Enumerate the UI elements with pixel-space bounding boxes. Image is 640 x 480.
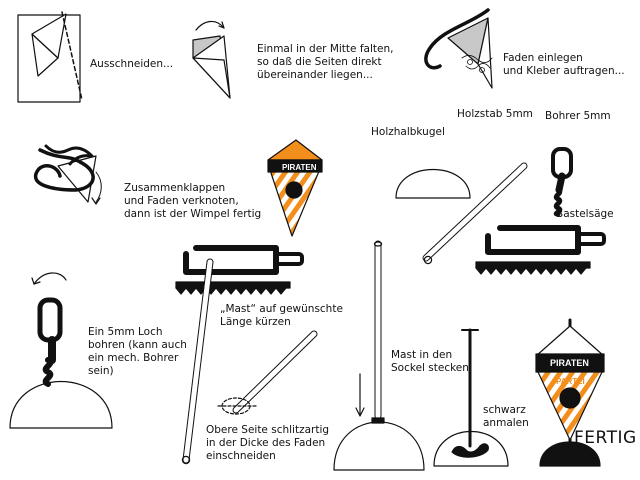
thread-icon: [424, 8, 490, 70]
thread-step-illustration: [424, 8, 493, 89]
label-rod: Holzstab 5mm: [457, 108, 533, 120]
final-pennant: [535, 318, 605, 467]
label-done: FERTIG: [574, 428, 637, 448]
insert-mast: [333, 240, 425, 471]
label-saw: Bastelsäge: [556, 208, 614, 220]
cut-step-illustration: [17, 11, 83, 103]
label-thread: Faden einlegen und Kleber auftragen...: [503, 52, 625, 77]
fold-step-illustration: [192, 20, 231, 99]
wood-hemisphere: [395, 169, 471, 199]
pennant-finished: [267, 139, 323, 237]
label-cut: Ausschneiden...: [90, 58, 174, 70]
saw-cutting: [175, 245, 304, 465]
drilling-illustration: [9, 272, 113, 429]
saw-right: [475, 225, 606, 275]
pennant-small-line1: PIRATEN: [282, 163, 317, 172]
label-insert: Mast in den Sockel stecken: [391, 349, 469, 374]
label-drill: Bohrer 5mm: [545, 110, 611, 122]
label-hole: Ein 5mm Loch bohren (kann auch ein mech.…: [88, 326, 187, 377]
pennant-final-line2: PARTEI: [556, 377, 585, 386]
label-mast: „Mast“ auf gewünschte Länge kürzen: [220, 303, 343, 328]
label-fold: Einmal in der Mitte falten, so daß die S…: [257, 43, 394, 81]
label-paint: schwarz anmalen: [483, 404, 529, 429]
label-slot: Obere Seite schlitzartig in der Dicke de…: [206, 424, 330, 462]
rod-slot: [217, 330, 318, 415]
drill-bit: [551, 147, 573, 217]
painted-base: [433, 328, 509, 467]
close-step-illustration: [34, 144, 102, 205]
fold-arrow-icon: [195, 20, 225, 31]
wood-rod: [422, 162, 528, 265]
pennant-final-line1: PIRATEN: [550, 358, 589, 368]
label-hemisphere: Holzhalbkugel: [371, 126, 445, 138]
label-close: Zusammenklappen und Faden verknoten, dan…: [124, 182, 262, 220]
